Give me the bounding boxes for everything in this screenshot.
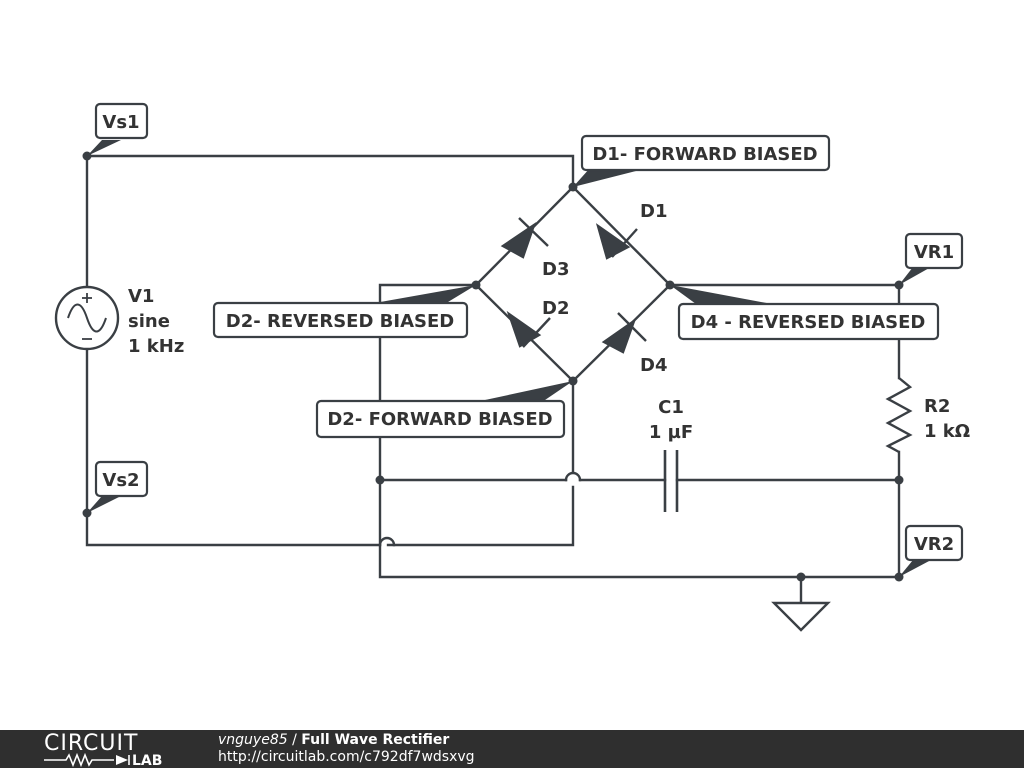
label-pointer [87, 140, 121, 156]
label-pointer [87, 496, 121, 513]
logo-wordmark-bottom: LAB [132, 753, 163, 769]
node-label-vr2: VR2 [914, 534, 954, 555]
resistor-r2 [885, 377, 913, 454]
source-v1-frequency: 1 kHz [128, 336, 184, 357]
schematic-canvas: Vs1 Vs2 VR1 VR2 D1- FORWARD BIASED D2- R… [54, 102, 970, 632]
annotation-d2-reversed-box [212, 301, 469, 339]
source-v1-type: sine [128, 311, 170, 332]
diode-d1-label: D1 [640, 201, 667, 222]
node-label-vr2-box [904, 524, 964, 562]
label-pointer [899, 560, 931, 577]
logo-wordmark-top: CIRCUIT [44, 731, 139, 756]
sine-wave-icon [67, 303, 107, 333]
wire-bridge-d1 [571, 185, 672, 287]
circuitlab-logo[interactable]: CIRCUIT LAB [44, 731, 176, 769]
resistor-r2-value: 1 kΩ [924, 421, 970, 442]
ground-icon [771, 601, 831, 632]
annotation-d1-forward: D1- FORWARD BIASED [592, 144, 817, 165]
label-pointer [670, 285, 772, 304]
author-link[interactable]: vnguye85 [218, 732, 288, 748]
node-label-vs2: Vs2 [102, 470, 139, 491]
annotation-d2-forward-box [315, 399, 566, 439]
circuit-meta: vnguye85 / Full Wave Rectifier http://ci… [218, 732, 475, 766]
wire-hop-cap [564, 471, 582, 482]
junction-dot [894, 475, 904, 485]
junction-dot [796, 572, 806, 582]
node-label-vs1-box [94, 102, 149, 140]
annotation-d4-reversed-box [677, 302, 940, 341]
meta-separator: / [287, 732, 302, 748]
node-label-vr1: VR1 [914, 242, 954, 263]
diode-d4-label: D4 [640, 355, 667, 376]
diode-d2-label: D2 [542, 298, 569, 319]
diode-d3-label: D3 [542, 259, 569, 280]
resistor-r2-name: R2 [924, 396, 950, 417]
wire-bottom-source [386, 485, 575, 547]
annotation-d1-forward-box [580, 134, 831, 172]
circuit-title: Full Wave Rectifier [301, 732, 450, 748]
node-label-vs1: Vs1 [102, 112, 139, 133]
diode-d2-icon [506, 310, 542, 348]
annotation-d2-reversed: D2- REVERSED BIASED [226, 311, 454, 332]
diode-d1-icon [595, 223, 631, 260]
label-pointer [485, 381, 573, 400]
wire-top [85, 154, 575, 189]
waveform-icon [44, 753, 130, 767]
capacitor-c1-value: 1 µF [649, 422, 693, 443]
node-label-vr1-box [904, 232, 964, 270]
wire-left-lower [85, 348, 382, 547]
footer-bar: CIRCUIT LAB vnguye85 / Full Wave Rectifi… [0, 730, 1024, 768]
circuit-url-link[interactable]: http://circuitlab.com/c792df7wdsxvg [218, 749, 475, 765]
annotation-d4-reversed: D4 - REVERSED BIASED [691, 312, 926, 333]
diode-d4-icon [601, 317, 637, 354]
wire-hop-bottom [378, 536, 396, 547]
label-pointer [380, 285, 476, 302]
label-pointer [573, 168, 648, 187]
diode-d3-icon [500, 221, 537, 259]
label-pointer [899, 267, 931, 285]
annotation-d2-forward: D2- FORWARD BIASED [327, 409, 552, 430]
source-v1-name: V1 [128, 286, 154, 307]
capacitor-c1-name: C1 [658, 397, 684, 418]
node-label-vs2-box [94, 460, 149, 498]
junction-dot [375, 475, 385, 485]
